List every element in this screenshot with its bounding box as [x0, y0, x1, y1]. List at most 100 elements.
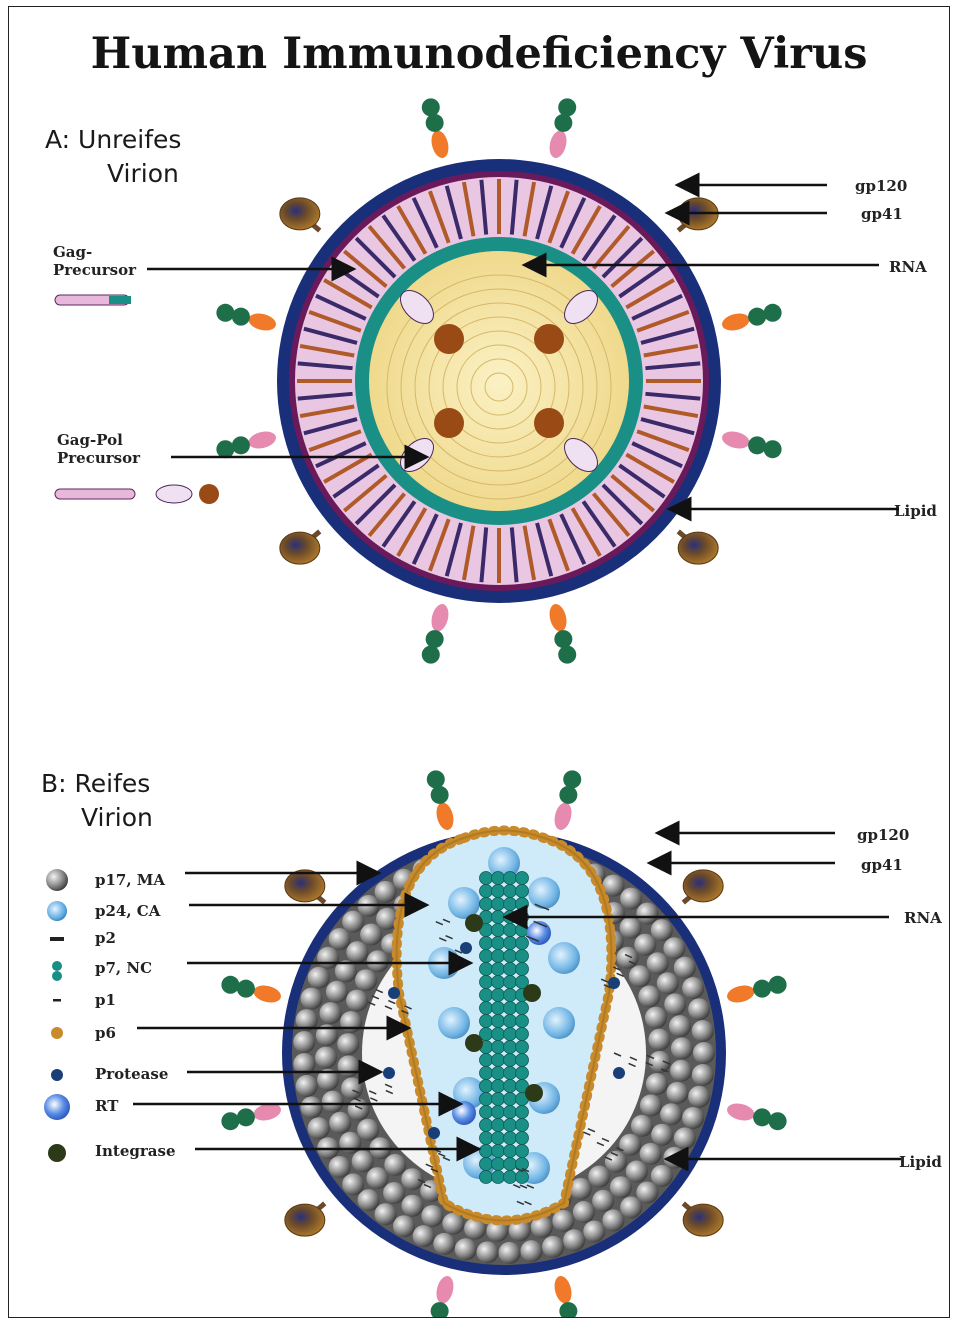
p17-ma-particle: [602, 875, 624, 897]
p17-ma-particle: [342, 911, 364, 933]
spike-head: [554, 630, 572, 648]
integrase-particle: [465, 1034, 483, 1052]
spike-head: [563, 770, 581, 788]
p17-ma-particle: [674, 1127, 696, 1149]
legend-icon-p7-nc: [52, 961, 62, 971]
p7-nc-rna: [504, 885, 517, 898]
p17-ma-particle: [620, 917, 642, 939]
protease-particle: [388, 987, 400, 999]
p7-nc-rna: [516, 1171, 529, 1184]
envelope-spike: [247, 311, 278, 333]
p24-ca-particle: [528, 877, 560, 909]
p7-nc-rna: [516, 898, 529, 911]
p7-nc-rna: [492, 1041, 505, 1054]
p7-nc-rna: [492, 1093, 505, 1106]
spike-head: [422, 98, 440, 116]
p7-nc-rna: [492, 1106, 505, 1119]
p7-nc-rna: [504, 1132, 517, 1145]
p7-nc-rna: [516, 950, 529, 963]
spike-head: [216, 304, 234, 322]
p17-ma-particle: [638, 985, 660, 1007]
p17-ma-particle: [583, 1220, 605, 1242]
spike-head: [237, 980, 255, 998]
p7-nc-rna: [480, 989, 493, 1002]
p17-ma-particle: [636, 1181, 658, 1203]
integrase-particle: [525, 1084, 543, 1102]
p17-ma-particle: [671, 1037, 693, 1059]
p7-nc-rna: [492, 950, 505, 963]
gp120-knob: [280, 198, 320, 230]
p7-nc-rna: [516, 924, 529, 937]
p17-ma-particle: [375, 1203, 397, 1225]
p7-nc-rna: [516, 1028, 529, 1041]
p17-ma-particle: [640, 1143, 662, 1165]
spike-head: [431, 1302, 449, 1318]
integrase-domain: [534, 408, 564, 438]
p7-nc-rna: [504, 1054, 517, 1067]
spike-head: [232, 308, 250, 326]
p7-nc-rna: [480, 1015, 493, 1028]
p17-ma-particle: [348, 1099, 370, 1121]
p7-nc-rna: [516, 1106, 529, 1119]
p17-ma-particle: [646, 1073, 668, 1095]
p17-ma-particle: [663, 937, 685, 959]
gp120-knob: [285, 1204, 325, 1236]
legend-icon-rt: [44, 1094, 70, 1120]
rna-core: [369, 251, 629, 511]
mature-virion: [221, 770, 786, 1318]
p7-nc-rna: [516, 1015, 529, 1028]
integrase-domain: [534, 324, 564, 354]
p7-nc-rna: [504, 989, 517, 1002]
p7-nc-rna: [504, 1171, 517, 1184]
p17-ma-particle: [663, 1147, 685, 1169]
p7-nc-rna: [492, 1054, 505, 1067]
p7-nc-rna: [480, 885, 493, 898]
p17-ma-particle: [342, 1173, 364, 1195]
p17-ma-particle: [476, 1241, 498, 1263]
integrase-domain: [434, 324, 464, 354]
p17-ma-particle: [692, 1064, 714, 1086]
spike-head: [426, 114, 444, 132]
p7-nc-rna: [504, 1158, 517, 1171]
legend-icon-p17-ma: [46, 869, 68, 891]
p7-nc-rna: [480, 872, 493, 885]
envelope-spike: [429, 602, 451, 633]
p24-ca-particle: [543, 1007, 575, 1039]
p17-ma-particle: [358, 1189, 380, 1211]
p17-ma-particle: [602, 1209, 624, 1231]
p17-ma-particle: [688, 1086, 710, 1108]
p17-ma-particle: [337, 1033, 359, 1055]
p17-ma-particle: [301, 988, 323, 1010]
p17-ma-particle: [640, 1094, 662, 1116]
envelope-spike: [725, 983, 756, 1005]
p17-ma-particle: [620, 1196, 642, 1218]
p7-nc-rna: [492, 989, 505, 1002]
p7-nc-rna: [492, 1080, 505, 1093]
spike-head: [764, 304, 782, 322]
p7-nc-rna: [516, 1145, 529, 1158]
p7-nc-rna: [492, 1145, 505, 1158]
p7-nc-rna: [480, 1145, 493, 1158]
spike-head: [237, 1108, 255, 1126]
p17-ma-particle: [301, 1096, 323, 1118]
p7-nc-rna: [504, 898, 517, 911]
p7-nc-rna: [504, 1145, 517, 1158]
p17-ma-particle: [651, 1165, 673, 1187]
p7-nc-rna: [516, 963, 529, 976]
p17-ma-particle: [634, 934, 656, 956]
p17-ma-particle: [648, 1029, 670, 1051]
legend-icon-p2: [50, 937, 64, 941]
envelope-spike: [434, 801, 456, 832]
p17-ma-particle: [360, 924, 382, 946]
p7-nc-rna: [516, 1119, 529, 1132]
spike-head: [558, 646, 576, 664]
envelope-spike: [547, 602, 569, 633]
envelope-spike: [552, 1274, 574, 1305]
gp120-knob: [285, 870, 325, 902]
p17-ma-particle: [393, 1215, 415, 1237]
p7-nc-rna: [492, 1171, 505, 1184]
envelope-spike: [247, 429, 278, 451]
p17-ma-particle: [647, 952, 669, 974]
p17-ma-particle: [651, 1124, 673, 1146]
legend-icon-p7-nc: [52, 971, 62, 981]
